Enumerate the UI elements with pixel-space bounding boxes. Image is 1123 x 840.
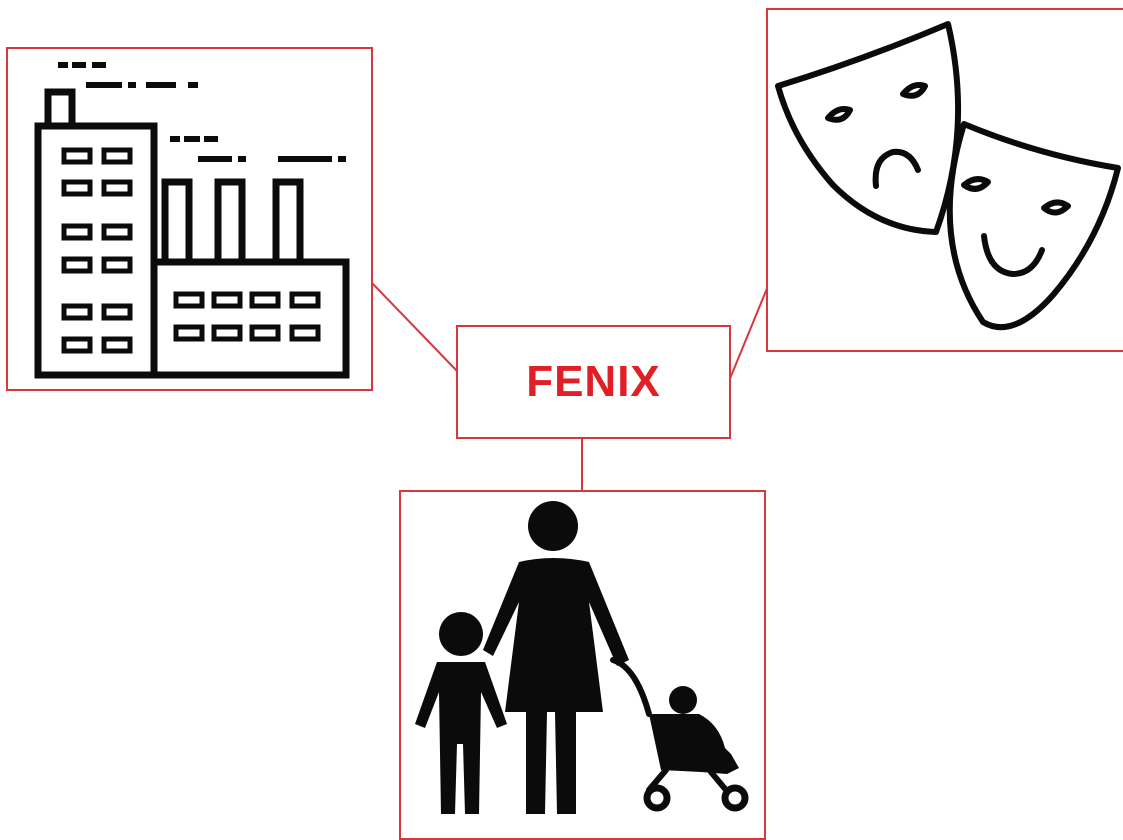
- family-with-stroller-icon: [415, 501, 749, 814]
- center-node: FENIX: [456, 325, 731, 439]
- node-industry: [6, 47, 373, 391]
- node-culture: [766, 8, 1123, 352]
- connector-culture: [728, 285, 769, 382]
- theater-masks-icon: [775, 21, 1121, 331]
- node-family: [399, 490, 766, 840]
- center-label: FENIX: [526, 357, 661, 406]
- connector-industry: [371, 282, 458, 372]
- factory-icon: [34, 62, 350, 379]
